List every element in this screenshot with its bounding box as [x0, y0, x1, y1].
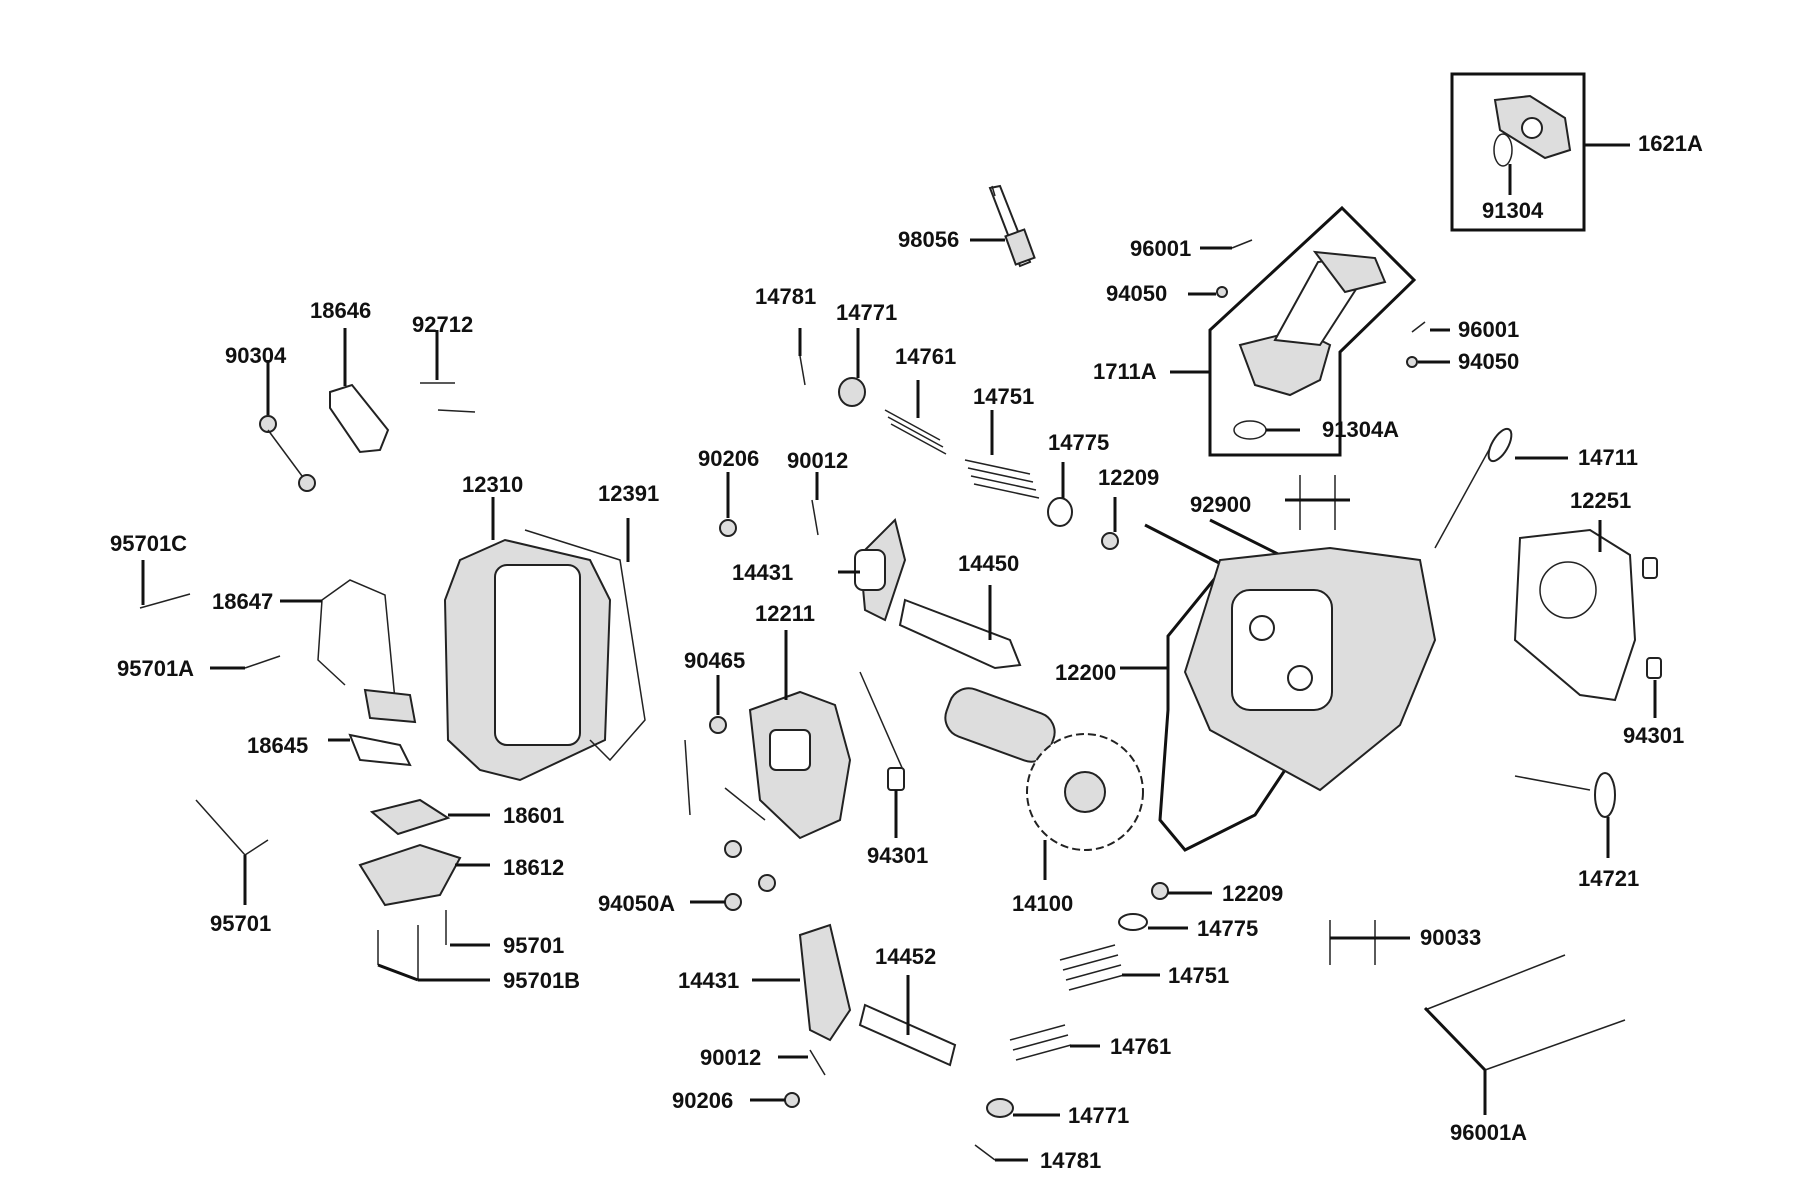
label-95701-left: 95701 — [210, 911, 272, 936]
label-12209-lower: 12209 — [1222, 881, 1284, 906]
part-18645-gasket — [348, 733, 412, 767]
label-96001-right: 96001 — [1458, 317, 1520, 342]
part-12310-head-cover — [443, 538, 612, 782]
inset-box-1711A — [1208, 205, 1417, 457]
label-1621A: 1621A — [1638, 131, 1703, 156]
label-96001A: 96001A — [1450, 1120, 1528, 1145]
part-91304-oring — [1493, 133, 1513, 167]
label-94050-right: 94050 — [1458, 349, 1520, 374]
label-14751-lower: 14751 — [1168, 963, 1230, 988]
label-95701C: 95701C — [110, 531, 188, 556]
part-98056-spark-plug — [988, 184, 1036, 268]
label-14761-upper: 14761 — [895, 344, 957, 369]
label-90304: 90304 — [225, 343, 287, 368]
part-14761-spring-upper — [884, 409, 947, 455]
part-14431-rocker-upper — [854, 518, 907, 622]
part-14450-shaft — [898, 598, 1022, 670]
label-12211: 12211 — [755, 601, 815, 626]
label-14431-upper: 14431 — [732, 560, 794, 585]
label-94301-right: 94301 — [1623, 723, 1685, 748]
label-14781-upper: 14781 — [755, 284, 817, 309]
label-12251: 12251 — [1570, 488, 1632, 513]
part-14721-valve — [1514, 772, 1616, 818]
label-18601: 18601 — [503, 803, 565, 828]
label-94050-upper: 94050 — [1106, 281, 1168, 306]
label-91304A: 91304A — [1322, 417, 1400, 442]
label-95701-mid: 95701 — [503, 933, 565, 958]
part-14100-camshaft — [944, 687, 1144, 851]
label-14771-upper: 14771 — [836, 300, 898, 325]
label-18646: 18646 — [310, 298, 372, 323]
label-98056: 98056 — [898, 227, 960, 252]
part-91304A-oring — [1233, 420, 1267, 440]
label-12200: 12200 — [1055, 660, 1117, 685]
label-14721: 14721 — [1578, 866, 1640, 891]
label-14431-lower: 14431 — [678, 968, 740, 993]
inset-box-1621A — [1450, 72, 1586, 232]
part-18646-gasket — [329, 383, 390, 454]
label-92900: 92900 — [1190, 492, 1252, 517]
label-18645: 18645 — [247, 733, 309, 758]
part-14431-rocker-lower — [798, 923, 852, 1042]
label-96001-upper: 96001 — [1130, 236, 1192, 261]
part-14771-upper — [838, 377, 866, 407]
label-14450: 14450 — [958, 551, 1020, 576]
label-90012-lower: 90012 — [700, 1045, 762, 1070]
part-12200-cylinder-head — [1183, 546, 1437, 792]
part-90206-upper — [719, 519, 737, 537]
label-14771-lower: 14771 — [1068, 1103, 1130, 1128]
label-92712: 92712 — [412, 312, 474, 337]
label-14100: 14100 — [1012, 891, 1074, 916]
label-94050A: 94050A — [598, 891, 676, 916]
label-18647: 18647 — [212, 589, 274, 614]
label-90206-upper: 90206 — [698, 446, 760, 471]
part-14771-lower — [986, 1098, 1014, 1118]
label-90465: 90465 — [684, 648, 746, 673]
part-12391-gasket — [524, 529, 646, 762]
label-1711A: 1711A — [1093, 359, 1157, 384]
part-14751-spring-lower — [1059, 944, 1125, 991]
label-91304: 91304 — [1482, 198, 1544, 223]
part-12251-gasket — [1513, 528, 1637, 702]
part-14711-valve — [1434, 427, 1513, 549]
label-14452: 14452 — [875, 944, 937, 969]
part-18612 — [358, 843, 462, 907]
part-12211-rocker-holder — [748, 690, 852, 840]
part-14775-lower — [1118, 913, 1148, 931]
label-94301-mid: 94301 — [867, 843, 929, 868]
label-90206-lower: 90206 — [672, 1088, 734, 1113]
label-18612: 18612 — [503, 855, 565, 880]
part-18601 — [369, 798, 451, 836]
part-14751-spring-upper — [964, 459, 1040, 499]
label-95701A: 95701A — [117, 656, 195, 681]
label-90012-upper: 90012 — [787, 448, 849, 473]
label-95701B: 95701B — [503, 968, 581, 993]
part-14761-spring-lower — [1009, 1024, 1072, 1061]
label-90033: 90033 — [1420, 925, 1482, 950]
label-12310: 12310 — [462, 472, 524, 497]
label-12391: 12391 — [598, 481, 660, 506]
part-12209-lower — [1151, 882, 1169, 900]
label-14775-upper: 14775 — [1048, 430, 1110, 455]
part-14775-upper — [1047, 497, 1073, 527]
label-14775-lower: 14775 — [1197, 916, 1259, 941]
part-18647-pipe — [317, 579, 417, 724]
label-14751-upper: 14751 — [973, 384, 1035, 409]
part-12209-upper — [1101, 532, 1119, 550]
label-14781-lower: 14781 — [1040, 1148, 1102, 1173]
label-14761-lower: 14761 — [1110, 1034, 1172, 1059]
label-12209-upper: 12209 — [1098, 465, 1160, 490]
label-14711: 14711 — [1578, 445, 1638, 470]
